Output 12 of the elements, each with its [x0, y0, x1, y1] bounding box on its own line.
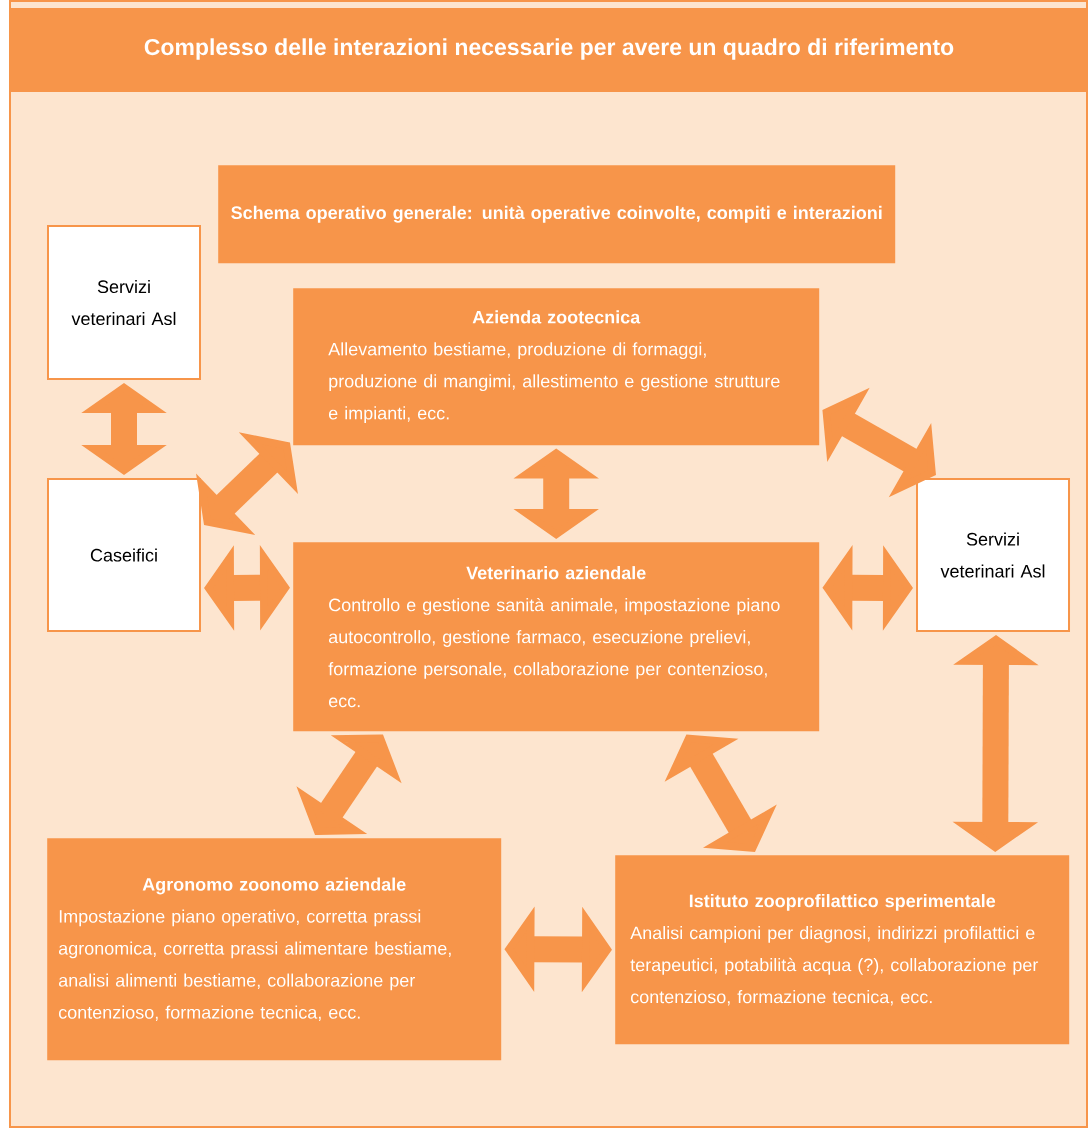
double-arrow [664, 734, 777, 852]
process-box: Agronomo zoonomo aziendale Impostazione piano operativo, corretta prassi agronomica, corretta prassi alimentare bestiame, analisi alimenti bestiame, collaborazione per contenzioso, formazione tecnica, ecc. [47, 838, 502, 1061]
entity-box: Caseifici [47, 478, 201, 632]
double-arrow [204, 545, 290, 631]
process-box: Veterinario aziendale Controllo e gestione sanità animale, impostazione piano autocontrollo, gestione farmaco, esecuzione prelievi, formazione personale, collaborazione per contenzioso, ecc. [293, 542, 820, 732]
entity-box: Servizi veterinari Asl [916, 478, 1070, 632]
double-arrow [81, 383, 167, 475]
title-band: Complesso delle interazioni necessarie per avere un quadro di riferimento [10, 8, 1088, 92]
process-box: Istituto zooprofilattico sperimentale Analisi campioni per diagnosi, indirizzi profilattici e terapeutici, potabilità acqua (?), collaborazione per contenzioso, formazione tecnica, ecc. [615, 855, 1070, 1045]
process-box: Azienda zootecnica Allevamento bestiame, produzione di formaggi, produzione di mangimi, allestimento e gestione strutture e impianti, ecc. [293, 288, 820, 446]
entity-box: Servizi veterinari Asl [47, 225, 201, 380]
heading-band: Schema operativo generale: unità operative coinvolte, compiti e interazioni [218, 165, 896, 264]
